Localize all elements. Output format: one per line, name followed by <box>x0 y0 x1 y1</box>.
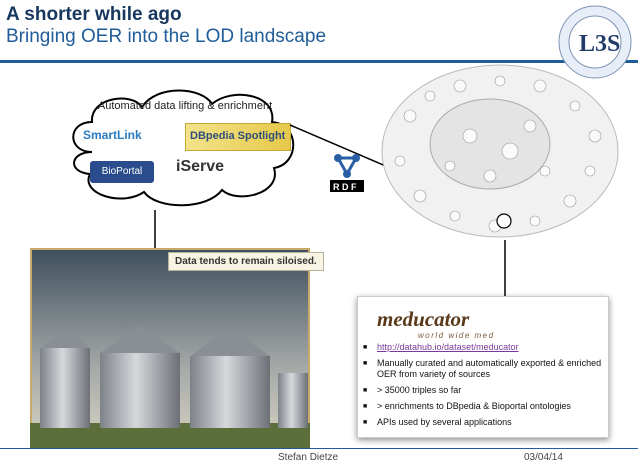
list-item: > enrichments to DBpedia & Bioportal ont… <box>361 401 611 412</box>
footer-divider <box>0 448 638 449</box>
dbpedia-spotlight-logo: DBpedia Spotlight <box>185 123 291 151</box>
slide-title: A shorter while ago <box>6 4 182 25</box>
meducator-tagline: world wide med <box>418 331 495 340</box>
grain-silos-photo <box>30 248 310 448</box>
list-item[interactable]: http://datahub.io/dataset/meducator <box>361 342 611 353</box>
l3s-logo: L3S <box>558 5 632 79</box>
logo-text: L3S <box>579 31 620 57</box>
meducator-node <box>496 213 512 229</box>
slide-subtitle: Bringing OER into the LOD landscape <box>6 26 327 47</box>
header-divider <box>0 60 638 63</box>
datahub-link[interactable]: http://datahub.io/dataset/meducator <box>377 342 519 352</box>
bioportal-logo: BioPortal <box>90 161 154 183</box>
list-item: Manually curated and automatically expor… <box>361 358 611 380</box>
lod-cloud-diagram <box>381 64 619 238</box>
meducator-bullet-list: http://datahub.io/dataset/meducator Manu… <box>361 342 611 433</box>
list-item: > 35000 triples so far <box>361 385 611 396</box>
smartlink-logo: SmartLink <box>83 128 142 142</box>
dbpedia-spotlight-label: DBpedia Spotlight <box>190 130 286 142</box>
meducator-logo: meducator <box>377 307 470 331</box>
footer-author: Stefan Dietze <box>278 452 339 463</box>
silo-caption: Data tends to remain siloised. <box>168 252 324 271</box>
rdf-label: R D F <box>333 182 357 192</box>
rdf-icon: R D F <box>330 154 364 192</box>
footer-date: 03/04/14 <box>524 452 563 463</box>
cloud-caption: Automated data lifting & enrichment <box>97 100 273 112</box>
iserve-logo: iServe <box>176 158 225 175</box>
list-item: APIs used by several applications <box>361 417 611 428</box>
